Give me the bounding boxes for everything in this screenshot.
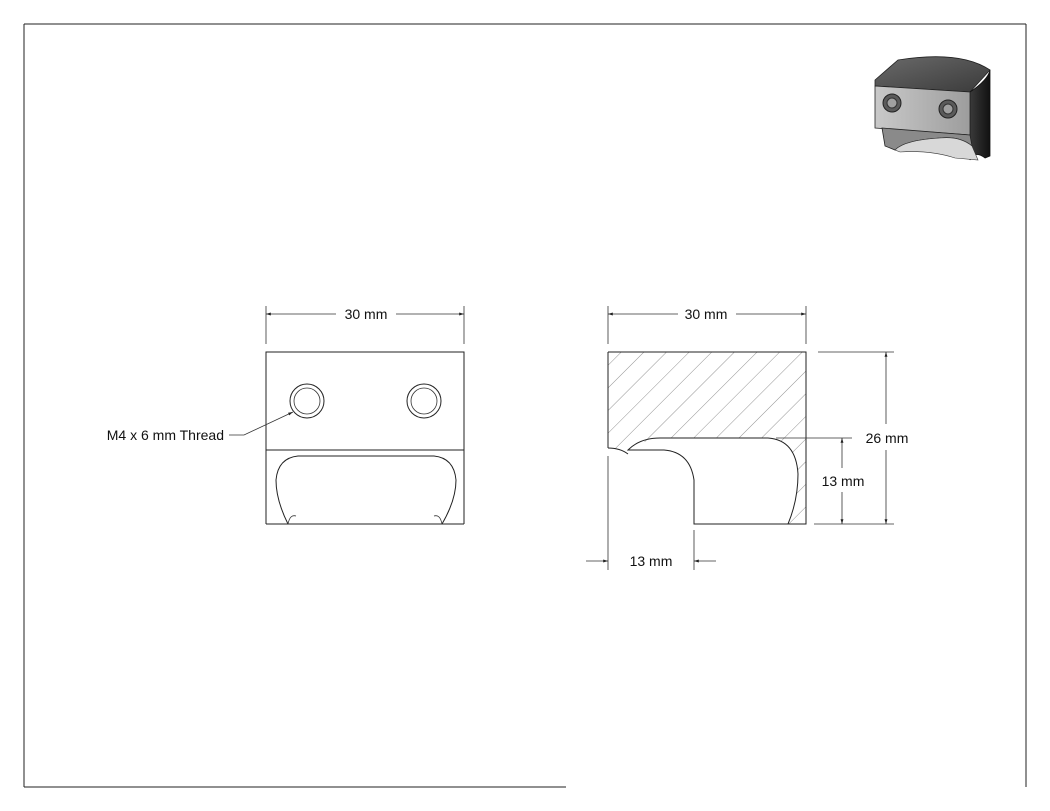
section-height-dimension: 26 mm xyxy=(866,430,909,446)
iso-thread-hole-left xyxy=(882,93,902,113)
iso-thread-hole-right xyxy=(938,99,958,119)
thread-callout: M4 x 6 mm Thread xyxy=(107,427,224,443)
isometric-view xyxy=(874,56,991,161)
section-width-dimension: 30 mm xyxy=(685,306,728,322)
front-view: 30 mm M4 x 6 mm Thread xyxy=(107,306,465,525)
section-slot-width-dimension: 13 mm xyxy=(630,553,673,569)
section-inner-height-dimension: 13 mm xyxy=(822,473,865,489)
front-width-dimension: 30 mm xyxy=(345,306,388,322)
section-view: 30 mm 26 mm 13 mm 13 mm xyxy=(586,306,908,570)
thread-hole-left xyxy=(289,383,325,419)
sheet-border xyxy=(23,23,1027,788)
thread-hole-right xyxy=(406,383,442,419)
